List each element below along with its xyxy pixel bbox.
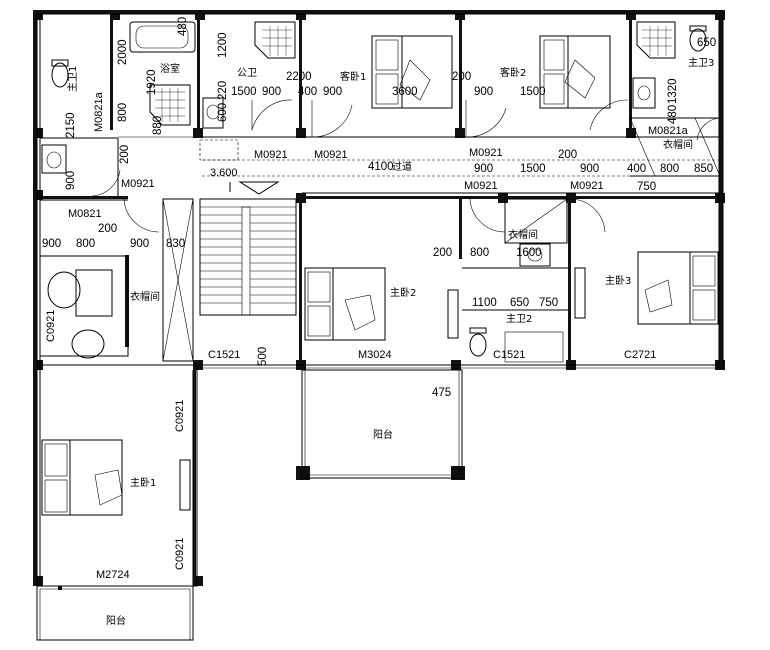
dim-200-b: 200 [452,71,471,83]
dim-800: 800 [117,103,129,122]
dim-475: 475 [432,387,451,399]
door-label-m3024: M3024 [358,349,392,361]
dim-900-vertical: 900 [65,171,77,190]
door-label-m0921-d: M0921 [121,178,155,190]
room-label-guest-2: 客卧2 [500,66,526,79]
room-label-closet-mid: 衣帽间 [508,228,538,241]
dim-4100: 4100 [368,161,394,173]
dim-1500-b: 1500 [520,86,546,98]
door-label-m2724: M2724 [96,569,130,581]
dim-900-d: 900 [474,163,493,175]
room-label-balcony-mid: 阳台 [373,428,393,441]
door-label-m0921-a: M0921 [254,149,288,161]
door-label-m0921-e: M0921 [464,180,498,192]
dim-200-e: 200 [433,247,452,259]
room-label-closet-left: 衣帽间 [130,290,160,303]
fixtures [41,21,707,357]
door-label-m0921-b: M0921 [314,149,348,161]
door-label-m0821a-right: M0821a [648,125,689,137]
outlines [36,13,724,641]
dim-900-f: 900 [42,238,61,250]
dim-2200: 2200 [286,71,312,83]
door-label-m0921-f: M0921 [570,180,604,192]
dim-500: 500 [257,347,269,366]
dim-850: 850 [694,163,713,175]
dim-900-b: 900 [323,86,342,98]
dim-3600: 3600 [392,86,418,98]
dim-750-b: 750 [539,297,558,309]
dim-2150: 2150 [65,112,77,138]
window-label-c1521-left: C1521 [208,349,240,361]
window-label-c0921-c: C0921 [174,538,186,570]
door-label-m0821: M0821 [68,208,102,220]
door-labels: M0821a M0921 M0921 M0921 M0921 M0921 M09… [68,91,689,581]
dim-1200: 1200 [217,32,229,58]
dim-1320: 1320 [667,78,679,104]
level-mark: 3.600 [210,167,238,179]
dim-900-e: 900 [580,163,599,175]
dim-220: 220 [217,81,229,100]
window-label-c0921-b: C0921 [174,400,186,432]
window-label-c0921-a: C0921 [45,310,57,342]
dim-200-d: 200 [98,223,117,235]
beds [41,35,719,516]
room-label-corridor: 过道 [392,160,412,173]
window-labels: C1521 C1521 C2721 C0921 C0921 C0921 [45,310,656,570]
dim-650-b: 650 [510,297,529,309]
dim-400: 400 [298,86,317,98]
dim-750: 750 [637,181,656,193]
dim-900-a: 900 [262,86,281,98]
room-label-closet-right: 衣帽间 [663,138,693,151]
dim-800-d: 800 [470,247,489,259]
dim-400-b: 400 [627,163,646,175]
dim-880: 880 [152,116,164,135]
dim-900-g: 900 [130,238,149,250]
dim-480-b: 480 [667,105,679,124]
room-label-balcony-bottom: 阳台 [106,614,126,627]
dim-900-c: 900 [474,86,493,98]
room-label-main-bath-3: 主卫3 [688,57,714,69]
door-label-m0821a-left: M0821a [93,91,105,132]
dim-2000: 2000 [117,39,129,65]
room-label-bath: 浴室 [160,62,180,75]
dimensions: 2000 1920 800 2150 900 200 1200 480 880 … [42,17,716,399]
dim-830: 830 [166,238,185,250]
room-label-master-1: 主卧1 [130,476,156,489]
room-label-main-bath-2: 主卫2 [506,313,532,325]
dim-1500-a: 1500 [231,86,257,98]
dim-650: 650 [697,37,716,49]
dim-200-c: 200 [558,149,577,161]
room-label-public-wc: 公卫 [237,68,257,79]
dim-600: 600 [217,103,229,122]
dim-480-a: 480 [177,17,189,36]
dim-1600: 1600 [516,247,542,259]
room-label-master-3: 主卧3 [605,274,631,287]
dim-200-vertical: 200 [119,145,131,164]
dim-1100: 1100 [472,297,497,309]
dim-1920: 1920 [146,69,158,95]
dim-800-b: 800 [660,163,679,175]
room-label-master-2: 主卧2 [390,286,416,299]
door-label-m0921-c: M0921 [469,147,503,159]
dim-1500-c: 1500 [520,163,546,175]
room-label-main-bath-1: 主卫1 [67,66,79,92]
window-label-c1521-right: C1521 [493,349,525,361]
window-label-c2721: C2721 [624,349,656,361]
dim-800-c: 800 [76,238,95,250]
room-labels: 主卫1 浴室 公卫 客卧1 客卧2 主卫3 衣帽间 衣帽间 过道 衣帽间 主卧2… [67,57,714,627]
room-label-guest-1: 客卧1 [340,70,366,83]
